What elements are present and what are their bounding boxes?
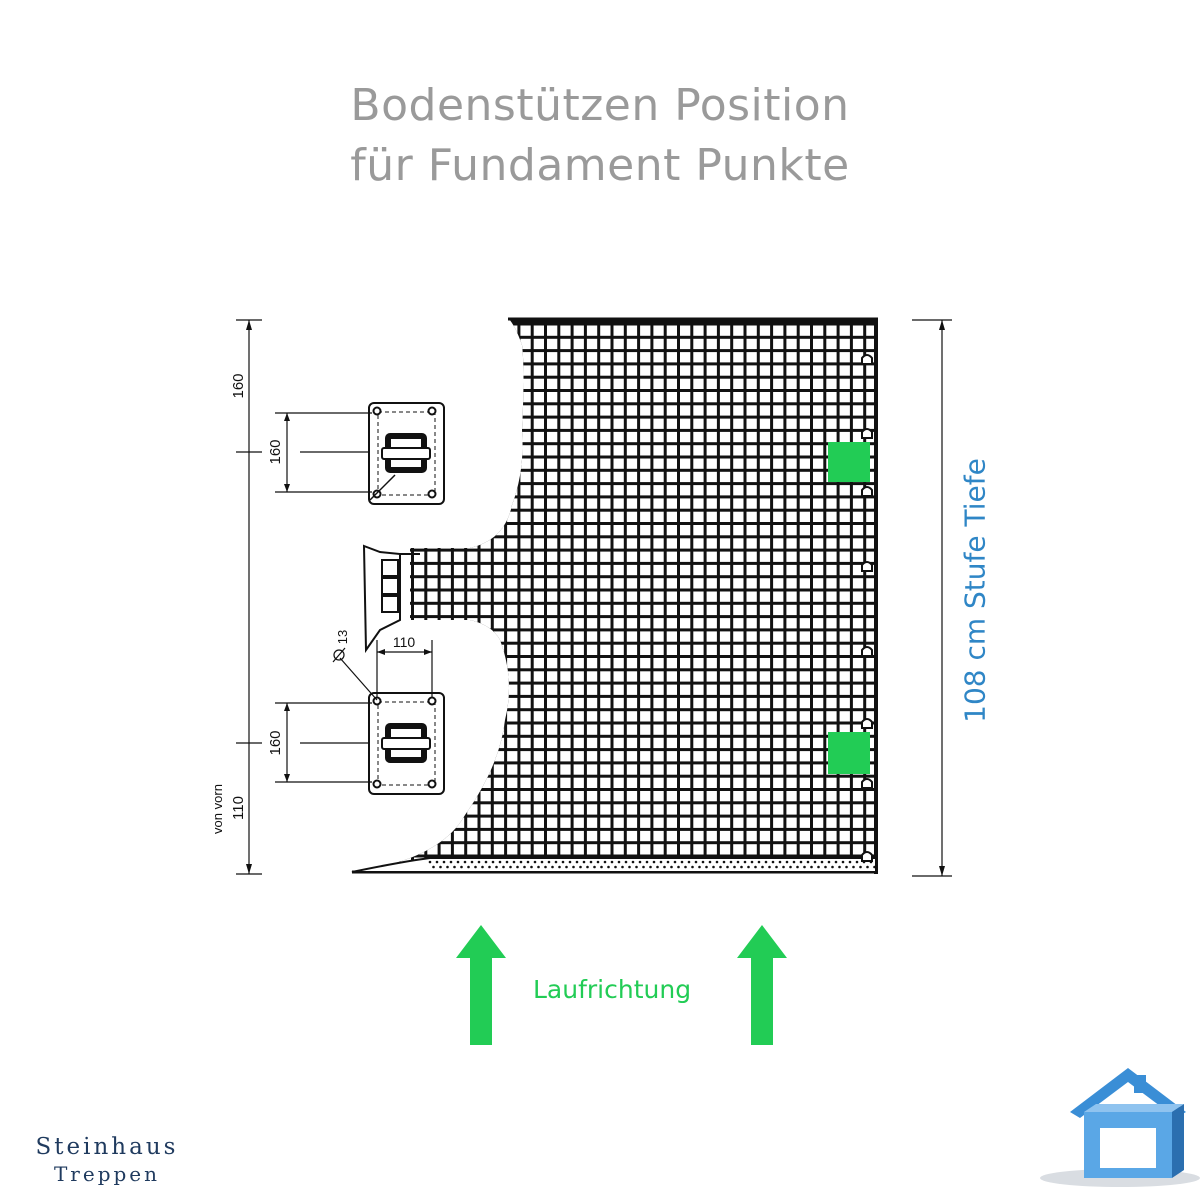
diagram-title-line1: Bodenstützen Position	[350, 80, 850, 131]
dimension-lines	[236, 319, 952, 877]
dim-label-top-offset: 160	[230, 373, 247, 398]
nosing-strip	[351, 857, 877, 873]
step-depth-label: 108 cm Stufe Tiefe	[958, 458, 992, 723]
house-logo-icon	[1040, 1068, 1200, 1187]
arrow-up-icon	[737, 925, 787, 1045]
side-bracket	[362, 544, 420, 654]
dim-label-plate-upper: 160	[267, 439, 284, 464]
walking-direction-label: Laufrichtung	[533, 975, 692, 1004]
edge-bolts	[861, 354, 873, 862]
dimension-arrowheads	[246, 320, 945, 876]
support-position-marker-lower	[828, 732, 870, 774]
dim-label-plate-lower: 160	[267, 730, 284, 755]
brand-name: Steinhaus	[35, 1134, 179, 1160]
dim-label-bolt-diameter: 13	[335, 630, 350, 644]
base-plate-upper	[368, 402, 445, 505]
dim-label-front-offset-caption: von vorn	[210, 784, 225, 834]
base-plate-lower	[368, 692, 445, 795]
diagram-title-line2: für Fundament Punkte	[350, 140, 850, 191]
brand-subline: Treppen	[53, 1162, 161, 1186]
dim-label-bolt-spacing: 110	[393, 634, 416, 650]
dim-label-front-offset: 110	[230, 796, 247, 820]
arrow-up-icon	[456, 925, 506, 1045]
support-position-marker-upper	[828, 442, 870, 482]
